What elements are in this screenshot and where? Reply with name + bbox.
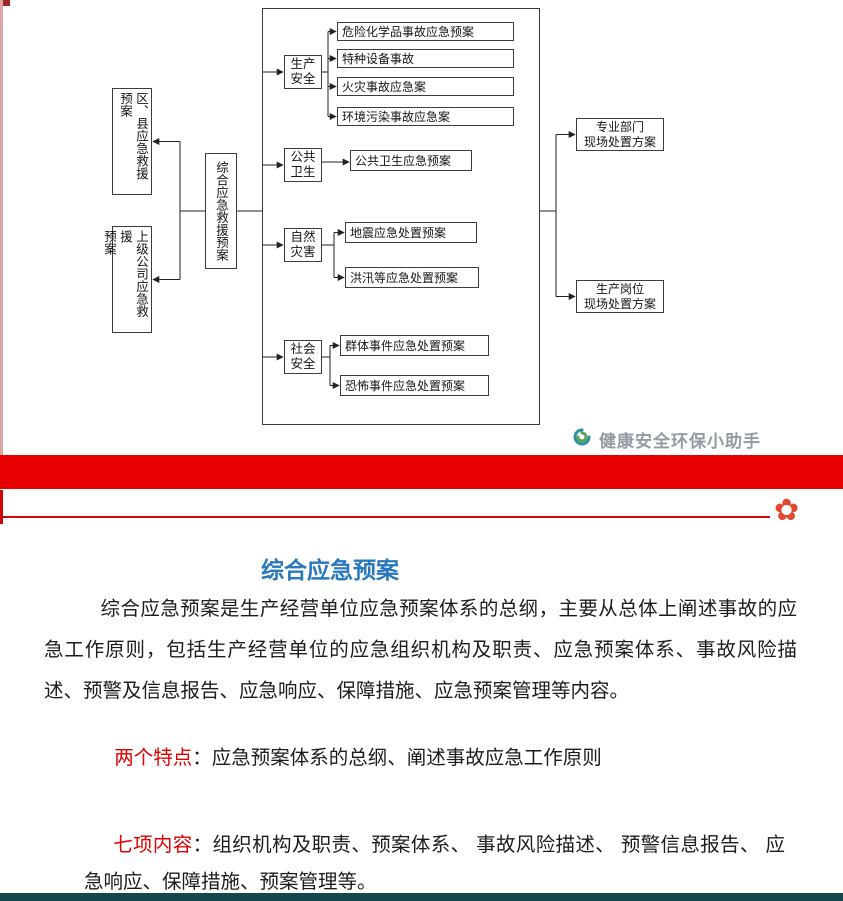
point-two-features-text: ：应急预案体系的总纲、阐述事故应急工作原则 — [192, 747, 602, 769]
leaf-box-environmental-pollution: 环境污染事故应急案 — [337, 107, 514, 126]
watermark-text: 健康安全环保小助手 — [599, 432, 761, 451]
category-box-natural-disaster: 自然灾害 — [284, 228, 322, 262]
flowchart-box-parent-company-plan: 上级公司应急救援 预案 — [102, 226, 152, 333]
point-seven-contents-label: 七项内容 — [113, 834, 193, 856]
slide-paragraph: 综合应急预案是生产经营单位应急预案体系的总纲，主要从总体上阐述事故的应急工作原则… — [44, 598, 797, 702]
flowchart-connectors — [152, 28, 576, 389]
slide-left-accent — [0, 490, 3, 524]
point-two-features: 两个特点：应急预案体系的总纲、阐述事故应急工作原则 — [44, 741, 804, 770]
category-box-public-health: 公共卫生 — [284, 148, 322, 182]
right-box-production-post-plan: 生产岗位 现场处置方案 — [576, 280, 664, 313]
page-left-edge — [0, 0, 3, 489]
leaf-box-earthquake-plan: 地震应急处置预案 — [345, 222, 477, 243]
category-box-production-safety: 生产安全 — [284, 55, 322, 89]
leaf-box-hazardous-chemicals: 危险化学品事故应急预案 — [337, 22, 514, 41]
leaf-box-flood-plan: 洪汛等应急处置预案 — [345, 267, 479, 288]
flowchart-box-district-county-plan: 区、县应急救援 预案 — [112, 88, 152, 195]
point-two-features-label: 两个特点 — [114, 747, 193, 769]
bottom-bar — [0, 893, 843, 901]
flowchart-panel: 区、县应急救援 预案 上级公司应急救援 预案 综合应急救援预案 生产安全 公共卫… — [0, 0, 761, 453]
flower-emblem-icon: ✿ — [774, 494, 800, 527]
assistant-logo-icon — [571, 426, 593, 453]
corner-mark — [0, 0, 10, 6]
point-seven-contents-text: ：组织机构及职责、预案体系、 事故风险描述、 预警信息报告、 应急响应、保障措施… — [84, 834, 785, 893]
watermark: 健康安全环保小助手 — [571, 426, 761, 453]
slide-panel: ✿ 综合应急预案 综合应急预案是生产经营单位应急预案体系的总纲，主要从总体上阐述… — [0, 489, 843, 893]
point-seven-contents: 七项内容：组织机构及职责、预案体系、 事故风险描述、 预警信息报告、 应急响应、… — [84, 827, 785, 901]
leaf-box-special-equipment: 特种设备事故 — [337, 49, 514, 68]
right-box-professional-dept-plan: 专业部门 现场处置方案 — [576, 118, 664, 151]
category-box-social-security: 社会安全 — [284, 340, 322, 374]
red-divider-bar — [0, 455, 843, 489]
flowchart-box-comprehensive-rescue-plan: 综合应急救援预案 — [205, 153, 237, 269]
slide-title: 综合应急预案 — [261, 557, 399, 583]
leaf-box-fire-accident: 火灾事故应急案 — [337, 77, 514, 96]
flowchart-frame — [262, 8, 540, 425]
slide-top-rule — [0, 516, 770, 518]
leaf-box-terror-incident-plan: 恐怖事件应急处置预案 — [340, 375, 489, 396]
leaf-box-mass-incident-plan: 群体事件应急处置预案 — [340, 335, 489, 356]
leaf-box-public-health-plan: 公共卫生应急预案 — [350, 150, 472, 171]
